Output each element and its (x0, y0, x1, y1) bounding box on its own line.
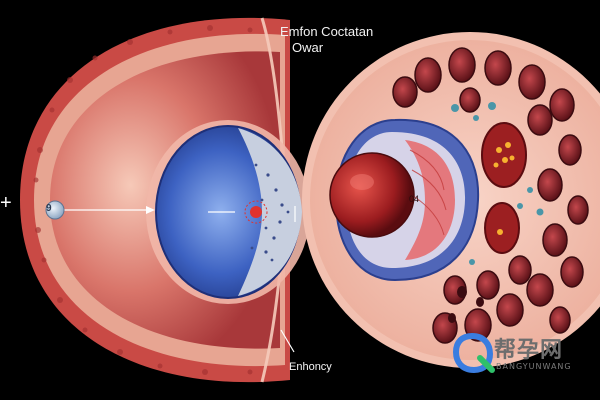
pointer-arrow (64, 206, 155, 214)
embryo-dots (250, 163, 290, 262)
dark-cells (448, 286, 484, 323)
plus-mark: + (0, 192, 12, 214)
watermark-chinese-text: 帮孕网 (494, 338, 564, 363)
bottom-leader-line (280, 329, 295, 353)
watermark-logo (452, 332, 495, 374)
bottom-label: Enhoncy (289, 361, 332, 373)
embryo-ball (329, 152, 415, 238)
focal-cell-upper (481, 122, 527, 188)
embryo-core (250, 206, 262, 218)
title-line-2: Owar (292, 40, 324, 55)
marker-bubble (45, 200, 65, 220)
watermark-english-text: BANGYUNWANG (496, 362, 572, 371)
implantation-site (329, 118, 480, 282)
inner-label: 04 (409, 194, 420, 204)
marker-label: 9 (46, 203, 52, 214)
focal-cell-nuclei (493, 142, 515, 168)
wall-texture (33, 25, 253, 375)
embryo-disc (238, 128, 302, 296)
watermark: 帮孕网 BANGYUNWANG (450, 330, 600, 380)
title-line-1: Emfon Coctatan (280, 24, 374, 39)
embryo-sac (146, 120, 310, 304)
focal-cell-lower (484, 202, 520, 254)
